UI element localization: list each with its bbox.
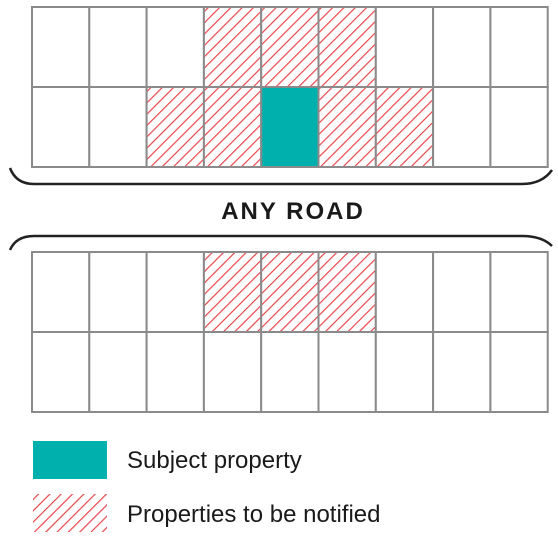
property-lot [432, 251, 492, 333]
notified-property-lot [317, 86, 377, 168]
property-lot [260, 331, 320, 413]
property-lot [88, 331, 148, 413]
south-property-block [31, 251, 549, 413]
property-lot [88, 6, 148, 88]
property-lot [88, 86, 148, 168]
property-lot [31, 6, 91, 88]
notified-property-lot [317, 6, 377, 88]
property-lot [489, 86, 549, 168]
notified-property-lot [260, 251, 320, 333]
subject-property-lot [260, 86, 320, 168]
property-lot [432, 331, 492, 413]
road-label: ANY ROAD [221, 198, 365, 225]
notified-property-lot [202, 6, 263, 88]
notified-property-lot [202, 251, 263, 333]
property-lot [145, 6, 205, 88]
notified-property-lot [145, 86, 205, 168]
property-lot [374, 331, 435, 413]
north-property-block [31, 6, 549, 168]
notified-property-lot [317, 251, 377, 333]
property-lot [145, 251, 205, 333]
property-lot [202, 331, 263, 413]
property-lot [432, 6, 492, 88]
property-lot [489, 331, 549, 413]
road-bracket-north [8, 167, 554, 186]
property-lot [145, 331, 205, 413]
property-lot [31, 251, 91, 333]
property-lot [374, 251, 435, 333]
property-lot [489, 6, 549, 88]
property-lot [489, 251, 549, 333]
property-lot [88, 251, 148, 333]
legend-subject-swatch [33, 441, 107, 479]
notified-property-lot [260, 6, 320, 88]
property-lot [432, 86, 492, 168]
property-lot [31, 331, 91, 413]
notified-property-lot [202, 86, 263, 168]
road-bracket-south [8, 234, 553, 251]
property-lot [374, 6, 435, 88]
legend-notified-swatch [33, 494, 107, 532]
notified-property-lot [374, 86, 435, 168]
property-lot [31, 86, 91, 168]
legend-notified-label: Properties to be notified [127, 501, 381, 528]
legend-subject-label: Subject property [127, 447, 302, 474]
property-lot [317, 331, 377, 413]
legend: Subject property Properties to be notifi… [33, 441, 381, 532]
